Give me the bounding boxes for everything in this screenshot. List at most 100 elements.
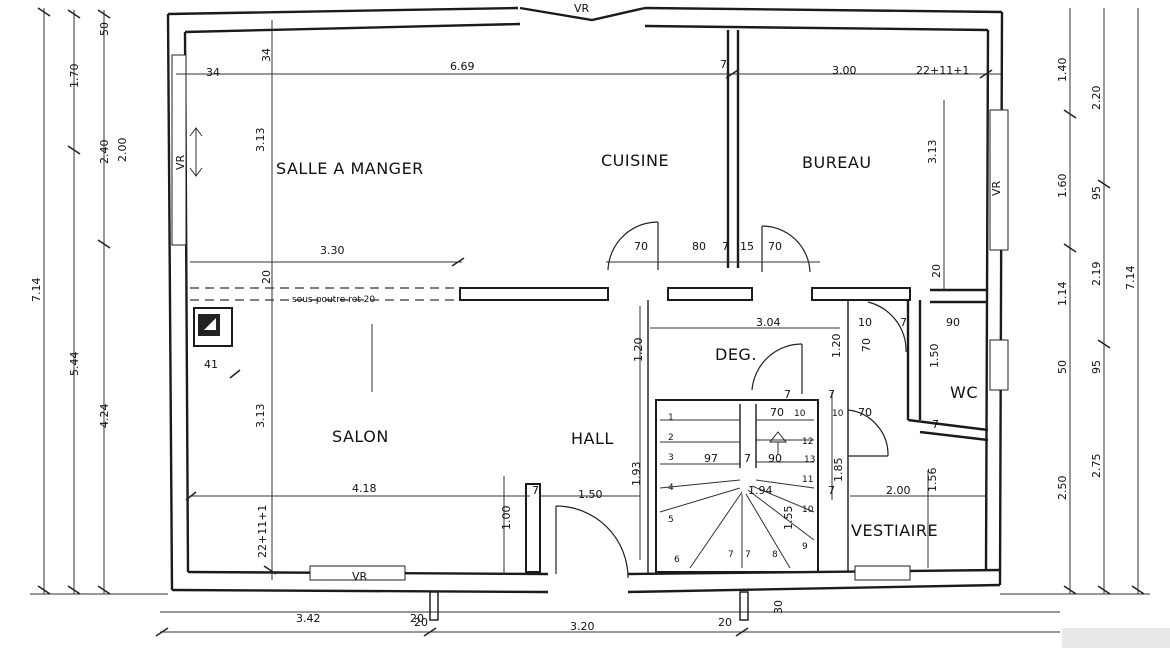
dim-right-114: 1.14 <box>1056 282 1069 307</box>
dim-stair-10a: 10 <box>794 409 806 419</box>
dim-salon-150: 1.50 <box>578 488 603 501</box>
dim-left-170: 1.70 <box>68 64 81 89</box>
dim-salon-100: 1.00 <box>500 506 513 531</box>
scan-corner-patch <box>1062 628 1170 648</box>
dim-top-22111: 22+11+1 <box>916 64 969 77</box>
dim-stair-70b: 70 <box>858 406 872 419</box>
room-salle-a-manger: SALLE A MANGER <box>276 159 424 178</box>
dim-bottom-20b: 20 <box>718 616 732 629</box>
vr-top-label: VR <box>574 2 590 15</box>
dim-bottom-320: 3.20 <box>570 620 595 633</box>
dim-mid-20: 20 <box>260 270 273 284</box>
dim-top-7: 7 <box>720 58 727 71</box>
dim-left-50: 50 <box>98 22 111 36</box>
dim-right-219: 2.19 <box>1090 262 1103 287</box>
vr-labels: VR VR VR VR <box>174 2 1003 583</box>
interior-walls <box>193 30 989 574</box>
dim-stair-185: 1.85 <box>832 458 845 483</box>
dim-mid-15: 15 <box>740 240 754 253</box>
step-4: 4 <box>668 483 674 493</box>
dim-stair-90: 90 <box>768 452 782 465</box>
step-1: 1 <box>668 413 674 423</box>
dim-hall-150: 1.50 <box>928 344 941 369</box>
room-vestiaire: VESTIAIRE <box>851 521 938 540</box>
step-7a: 7 <box>728 550 734 560</box>
dimension-lines <box>30 7 1150 637</box>
dim-right-250: 2.50 <box>1056 476 1069 501</box>
dim-right-220: 2.20 <box>1090 86 1103 111</box>
step-12: 12 <box>802 437 813 447</box>
dim-bottom-342: 3.42 <box>296 612 321 625</box>
dim-stair-155: 1.55 <box>782 506 795 531</box>
dim-stair-7a: 7 <box>784 388 791 401</box>
dim-bureau-313: 3.13 <box>926 140 939 165</box>
dim-left-240: 2.40 <box>98 140 111 165</box>
beam-label: sous-poutre ret 20 <box>292 295 375 305</box>
dim-top-300: 3.00 <box>832 64 857 77</box>
dim-stair-194: 1.94 <box>748 484 773 497</box>
room-labels: SALLE A MANGER CUISINE BUREAU SALON HALL… <box>276 151 978 540</box>
step-8: 8 <box>772 550 778 560</box>
step-5: 5 <box>668 515 674 525</box>
dim-hall-120b: 1.20 <box>830 334 843 359</box>
dim-right-140: 1.40 <box>1056 58 1069 83</box>
dim-stair-7c: 7 <box>828 484 835 497</box>
step-10: 10 <box>802 505 814 515</box>
dim-right-160: 1.60 <box>1056 174 1069 199</box>
dim-salon-22111: 22+11+1 <box>256 505 269 558</box>
dim-bottom-30: 30 <box>772 600 785 614</box>
dim-hall-10: 10 <box>858 316 872 329</box>
dim-pillar-7: 7 <box>532 484 539 497</box>
dim-hall-7b: 7 <box>932 418 939 431</box>
dim-top-669: 6.69 <box>450 60 475 73</box>
step-13: 13 <box>804 455 815 465</box>
room-deg: DEG. <box>715 345 757 364</box>
dim-stair-193: 1.93 <box>630 462 643 487</box>
vr-right-label: VR <box>990 180 1003 196</box>
dim-right-275: 2.75 <box>1090 454 1103 479</box>
dim-right-714: 7.14 <box>1124 266 1137 291</box>
dim-hall-70: 70 <box>860 338 873 352</box>
room-wc: WC <box>950 383 978 402</box>
step-2: 2 <box>668 433 674 443</box>
dim-salon-313b: 3.13 <box>254 404 267 429</box>
dim-left-544: 5.44 <box>68 352 81 377</box>
dim-mid-70a: 70 <box>634 240 648 253</box>
dim-top-34: 34 <box>206 66 220 79</box>
room-cuisine: CUISINE <box>601 151 669 170</box>
dim-stair-7b: 7 <box>828 388 835 401</box>
step-6: 6 <box>674 555 680 565</box>
dim-vest-156: 1.56 <box>926 468 939 493</box>
outer-walls <box>166 6 1009 594</box>
dimension-texts: 34 6.69 7 3.00 22+11+1 34 3.30 20 70 80 … <box>30 22 1137 633</box>
room-bureau: BUREAU <box>802 153 872 172</box>
vr-bottom-label: VR <box>352 570 368 583</box>
dim-mid-7: 7 <box>722 240 729 253</box>
dim-salon-313a: 3.13 <box>254 128 267 153</box>
vr-left-label: VR <box>174 154 187 170</box>
room-hall: HALL <box>571 429 614 448</box>
dim-mid-70b: 70 <box>768 240 782 253</box>
dim-vest-200: 2.00 <box>886 484 911 497</box>
dim-stair-7: 7 <box>744 452 751 465</box>
step-11: 11 <box>802 475 813 485</box>
dim-top-34b: 34 <box>260 48 273 62</box>
dim-stair-97: 97 <box>704 452 718 465</box>
dim-hall-304: 3.04 <box>756 316 781 329</box>
dim-salon-41: 41 <box>204 358 218 371</box>
dim-left-714: 7.14 <box>30 278 43 303</box>
dim-left-200: 2.00 <box>116 138 129 163</box>
dim-salon-418: 4.18 <box>352 482 377 495</box>
dim-mid-20b: 20 <box>930 264 943 278</box>
dim-right-50: 50 <box>1056 360 1069 374</box>
dim-right-95b: 95 <box>1090 360 1103 374</box>
dim-stair-10b: 10 <box>832 409 844 419</box>
dim-right-95a: 95 <box>1090 186 1103 200</box>
staircase: 1 2 3 4 5 6 7 7 8 9 10 11 12 13 <box>659 404 815 569</box>
dim-mid-80: 80 <box>692 240 706 253</box>
dim-bottom-20a: 20 <box>410 612 424 625</box>
dim-hall-7: 7 <box>900 316 907 329</box>
dim-salon-20: 20 <box>414 616 428 629</box>
dim-mid-330: 3.30 <box>320 244 345 257</box>
